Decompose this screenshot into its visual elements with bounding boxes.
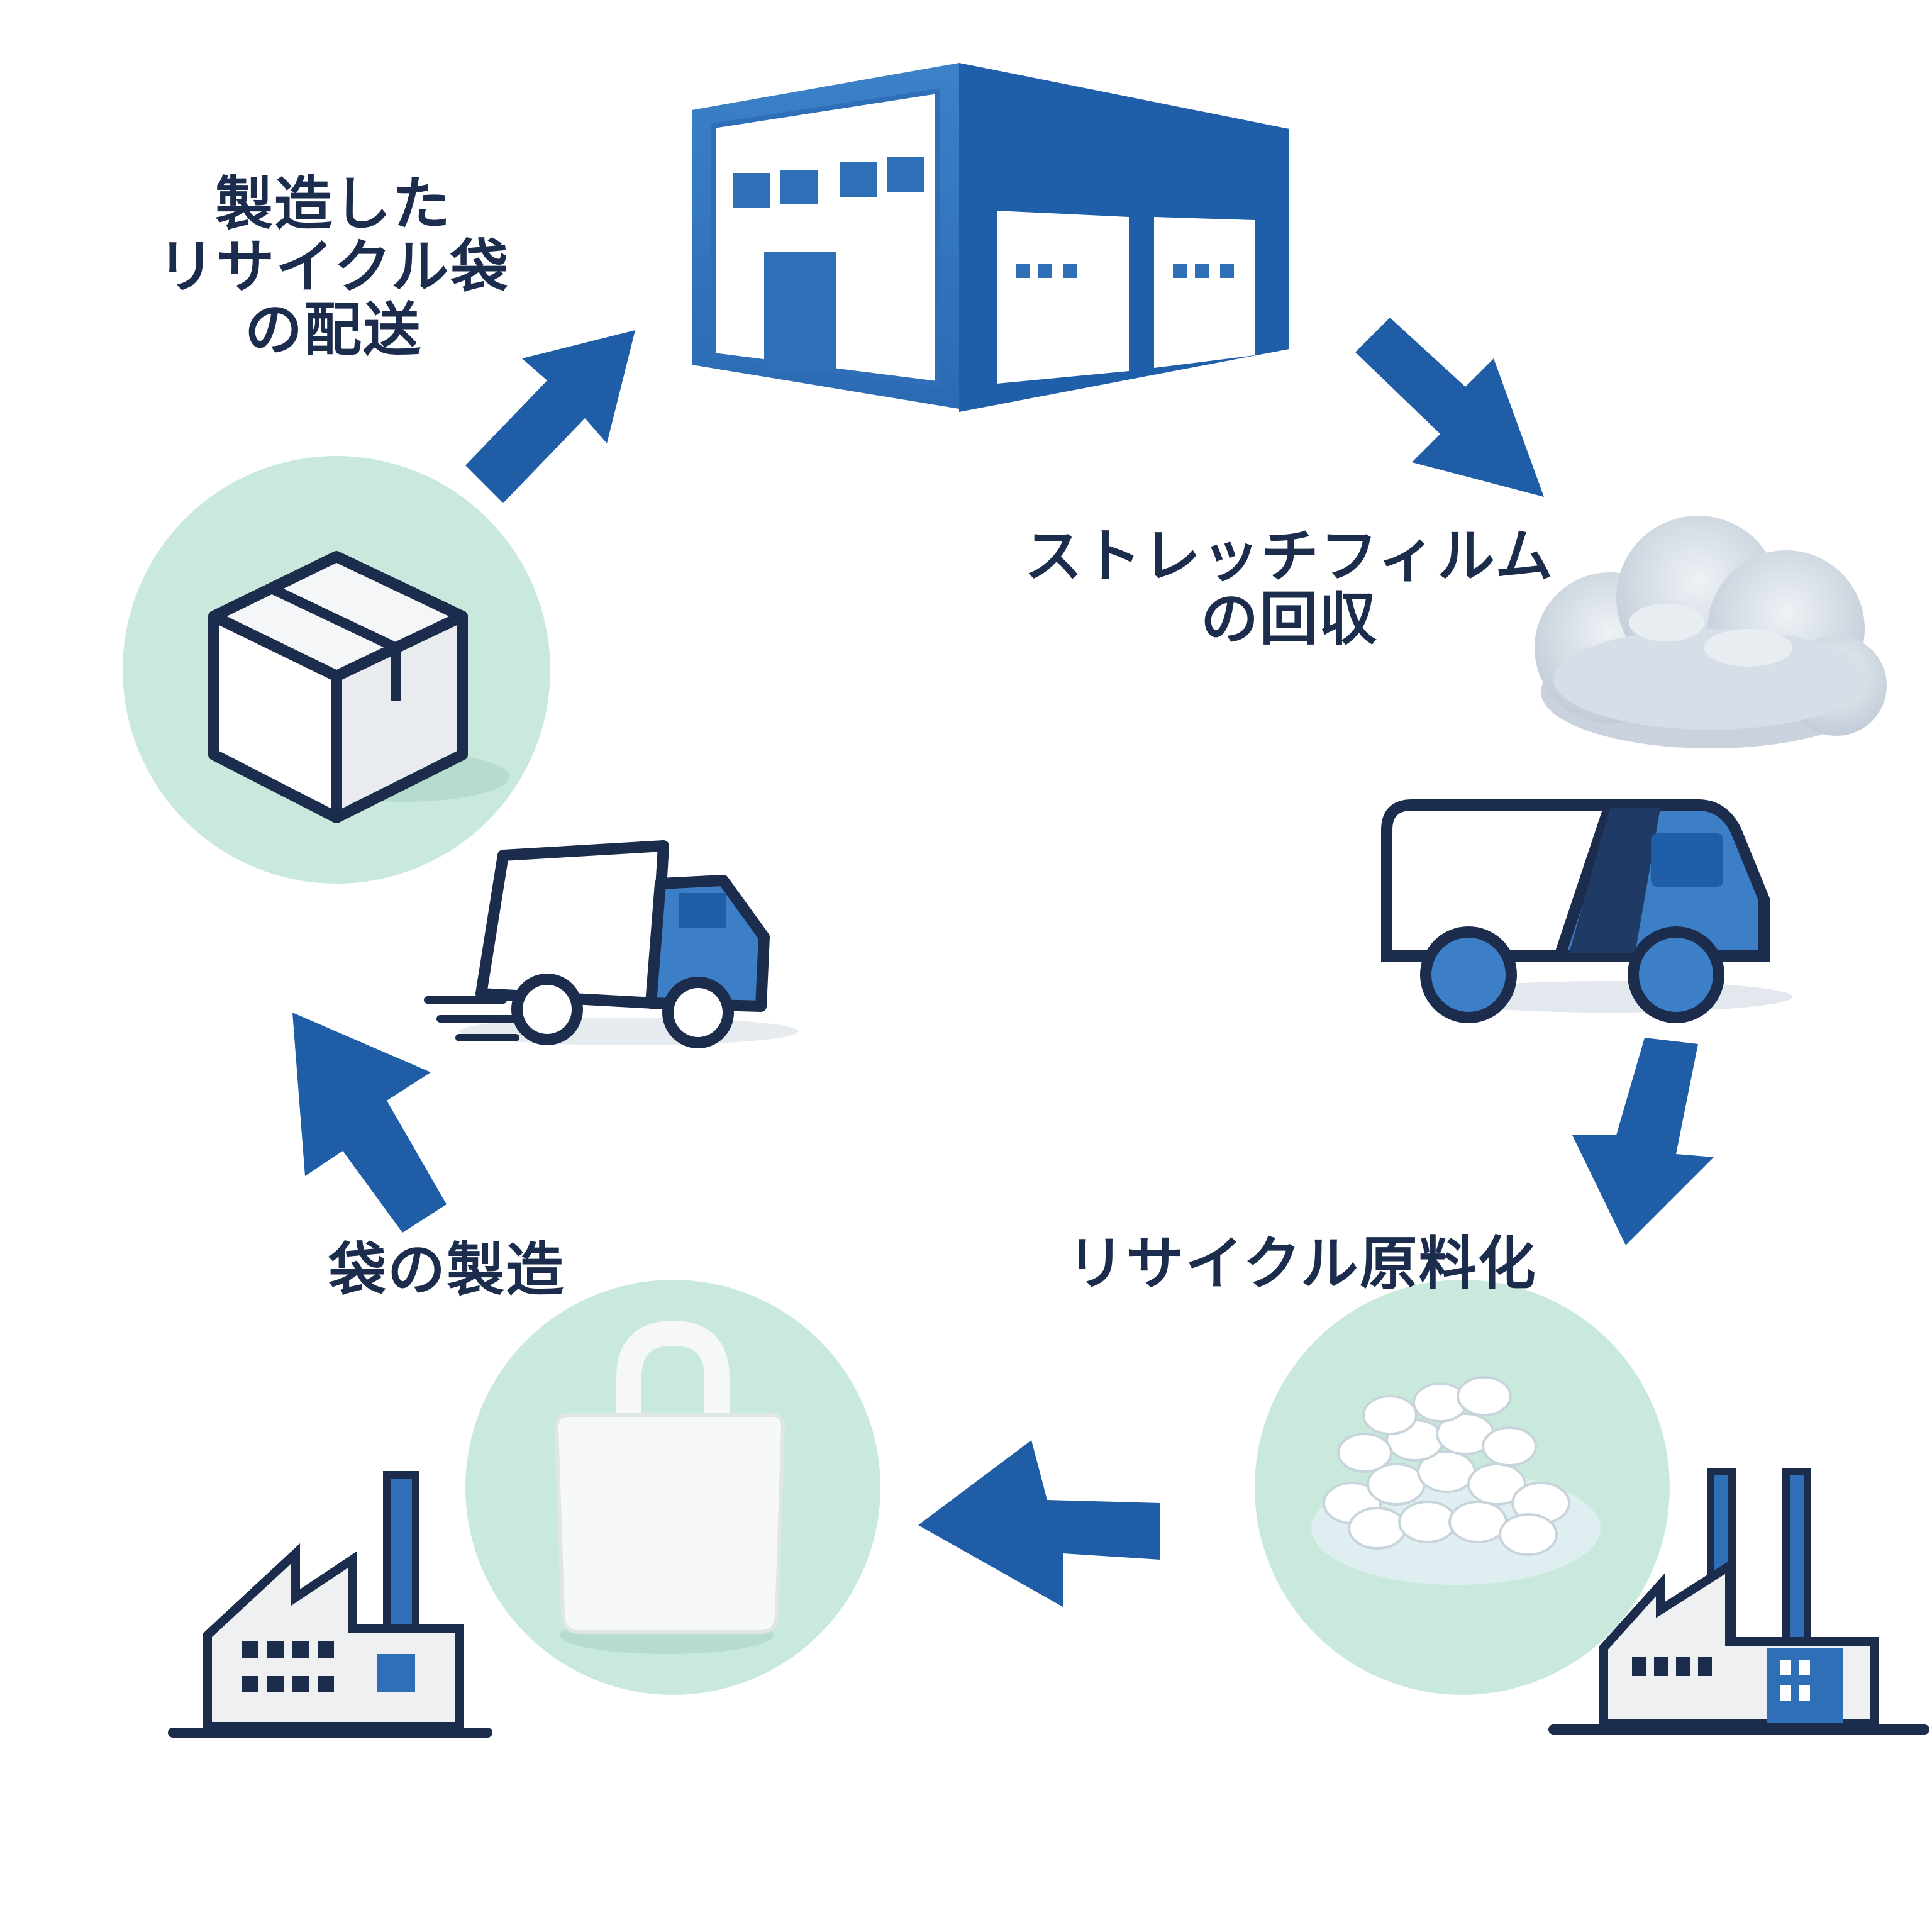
factory-right-icon — [1548, 1468, 1929, 1735]
truck-icon — [1381, 799, 1792, 1023]
bag-icon — [465, 1280, 880, 1695]
arrow-to-collection — [1355, 318, 1544, 497]
arrow-to-warehouse — [465, 330, 635, 503]
delivery-truck-icon — [424, 840, 799, 1048]
label-delivery: 製造した リサイクル袋 の配送 — [157, 170, 509, 364]
arrow-to-recycling — [1572, 1038, 1714, 1245]
arrow-to-manufacturing — [918, 1440, 1160, 1607]
film-cloud-icon — [1535, 516, 1887, 748]
label-manufacturing: 袋の製造 — [328, 1236, 565, 1304]
factory-left-icon — [168, 1471, 492, 1738]
warehouse-icon — [692, 63, 1289, 412]
arrow-to-delivery-truck — [292, 1013, 447, 1233]
box-icon — [123, 456, 550, 884]
pellets-icon — [1255, 1280, 1670, 1695]
label-collection: ストレッチフィルム の回収 — [1024, 523, 1555, 653]
label-recycling: リサイクル原料化 — [1067, 1230, 1537, 1297]
